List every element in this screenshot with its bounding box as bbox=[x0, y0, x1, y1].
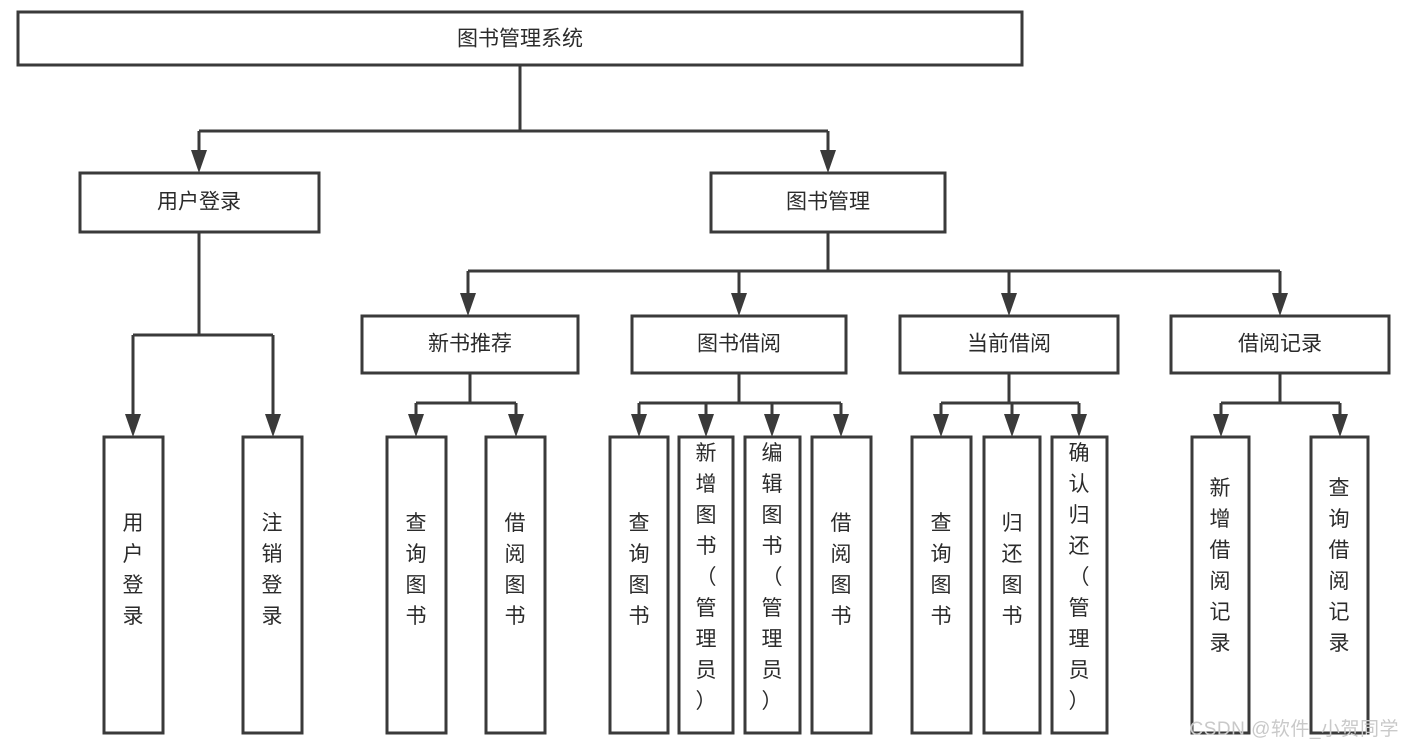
node-leaf-return-book[interactable]: 归还图书 bbox=[982, 435, 1042, 735]
connector-group-current-borrow-to-leaves bbox=[933, 373, 1087, 437]
node-borrow-record-box[interactable] bbox=[1169, 314, 1391, 375]
connector-group-root-to-level1 bbox=[191, 65, 836, 173]
arrow-head-leaf-borrow-book-recommend bbox=[508, 414, 524, 437]
connector-group-user-login-to-leaves bbox=[125, 232, 281, 437]
node-root[interactable]: 图书管理系统 bbox=[16, 10, 1024, 67]
arrow-head-book-manage bbox=[820, 150, 836, 173]
arrow-head-leaf-user-login bbox=[125, 414, 141, 437]
arrow-head-leaf-edit-book-admin bbox=[764, 414, 780, 437]
node-leaf-query-borrow-record-label: 查询借阅记录 bbox=[1329, 477, 1350, 655]
node-leaf-query-borrow-record-box[interactable] bbox=[1309, 435, 1370, 735]
arrow-head-current-borrow bbox=[1001, 293, 1017, 316]
node-book-manage-label: 图书管理 bbox=[786, 191, 870, 214]
node-book-borrow[interactable]: 图书借阅 bbox=[630, 314, 848, 375]
node-leaf-add-book-admin[interactable]: 新增图书（管理员） bbox=[677, 435, 735, 735]
node-leaf-query-book-current-box[interactable] bbox=[910, 435, 973, 735]
node-leaf-confirm-return-admin-box[interactable] bbox=[1050, 435, 1109, 735]
arrow-head-leaf-query-book-recommend bbox=[408, 414, 424, 437]
connector-group-book-borrow-to-leaves bbox=[631, 373, 849, 437]
node-leaf-query-book-recommend[interactable]: 查询图书 bbox=[385, 435, 448, 735]
node-leaf-user-login[interactable]: 用户登录 bbox=[102, 435, 165, 735]
arrow-head-leaf-add-borrow-record bbox=[1213, 414, 1229, 437]
node-leaf-borrow-book-recommend-box[interactable] bbox=[484, 435, 547, 735]
arrow-head-leaf-borrow-book bbox=[833, 414, 849, 437]
node-user-login[interactable]: 用户登录 bbox=[78, 171, 321, 234]
arrow-head-leaf-confirm-return-admin bbox=[1071, 414, 1087, 437]
arrow-head-new-book-recommend bbox=[460, 293, 476, 316]
arrow-head-user-login bbox=[191, 150, 207, 173]
node-leaf-confirm-return-admin-label: 确认归还（管理员） bbox=[1069, 442, 1090, 713]
node-book-borrow-label: 图书借阅 bbox=[697, 333, 781, 356]
node-leaf-user-login-label: 用户登录 bbox=[123, 512, 144, 628]
node-leaf-query-book-borrow-label: 查询图书 bbox=[629, 512, 650, 628]
arrow-head-leaf-query-book-current bbox=[933, 414, 949, 437]
node-root-label: 图书管理系统 bbox=[457, 28, 583, 51]
node-root-box[interactable] bbox=[16, 10, 1024, 67]
node-leaf-logout[interactable]: 注销登录 bbox=[241, 435, 304, 735]
node-leaf-query-book-recommend-label: 查询图书 bbox=[406, 512, 427, 628]
node-leaf-query-book-current[interactable]: 查询图书 bbox=[910, 435, 973, 735]
node-leaf-add-book-admin-box[interactable] bbox=[677, 435, 735, 735]
arrow-head-leaf-query-book-borrow bbox=[631, 414, 647, 437]
node-leaf-add-borrow-record-label: 新增借阅记录 bbox=[1210, 477, 1231, 655]
node-leaf-query-book-current-label: 查询图书 bbox=[931, 512, 952, 628]
node-leaf-query-book-recommend-box[interactable] bbox=[385, 435, 448, 735]
connector-group-borrow-record-to-leaves bbox=[1213, 373, 1348, 437]
arrow-head-borrow-record bbox=[1272, 293, 1288, 316]
node-book-manage-box[interactable] bbox=[709, 171, 947, 234]
connector-group-new-book-recommend-to-leaves bbox=[408, 373, 524, 437]
node-current-borrow[interactable]: 当前借阅 bbox=[898, 314, 1120, 375]
node-leaf-borrow-book-box[interactable] bbox=[810, 435, 873, 735]
node-current-borrow-label: 当前借阅 bbox=[967, 333, 1051, 356]
node-leaf-edit-book-admin[interactable]: 编辑图书（管理员） bbox=[743, 435, 802, 735]
node-new-book-recommend-label: 新书推荐 bbox=[428, 333, 512, 356]
node-borrow-record-label: 借阅记录 bbox=[1238, 333, 1322, 356]
node-new-book-recommend[interactable]: 新书推荐 bbox=[360, 314, 580, 375]
node-leaf-edit-book-admin-box[interactable] bbox=[743, 435, 802, 735]
connector-group-book-manage-to-level2 bbox=[460, 232, 1288, 316]
node-leaf-confirm-return-admin[interactable]: 确认归还（管理员） bbox=[1050, 435, 1109, 735]
arrow-head-leaf-logout bbox=[265, 414, 281, 437]
arrow-head-book-borrow bbox=[731, 293, 747, 316]
node-book-manage[interactable]: 图书管理 bbox=[709, 171, 947, 234]
node-leaf-query-book-borrow[interactable]: 查询图书 bbox=[608, 435, 670, 735]
node-user-login-box[interactable] bbox=[78, 171, 321, 234]
node-leaf-add-borrow-record[interactable]: 新增借阅记录 bbox=[1190, 435, 1251, 735]
node-leaf-borrow-book-recommend[interactable]: 借阅图书 bbox=[484, 435, 547, 735]
arrow-head-leaf-query-borrow-record bbox=[1332, 414, 1348, 437]
node-leaf-borrow-book-label: 借阅图书 bbox=[831, 512, 852, 628]
arrow-head-leaf-add-book-admin bbox=[698, 414, 714, 437]
node-book-borrow-box[interactable] bbox=[630, 314, 848, 375]
node-borrow-record[interactable]: 借阅记录 bbox=[1169, 314, 1391, 375]
node-leaf-add-borrow-record-box[interactable] bbox=[1190, 435, 1251, 735]
node-leaf-return-book-label: 归还图书 bbox=[1002, 512, 1023, 628]
node-leaf-borrow-book-recommend-label: 借阅图书 bbox=[505, 512, 526, 628]
arrow-head-leaf-return-book bbox=[1004, 414, 1020, 437]
node-user-login-label: 用户登录 bbox=[157, 191, 241, 214]
node-leaf-query-book-borrow-box[interactable] bbox=[608, 435, 670, 735]
node-leaf-logout-label: 注销登录 bbox=[262, 512, 283, 628]
node-leaf-edit-book-admin-label: 编辑图书（管理员） bbox=[762, 442, 783, 713]
node-leaf-add-book-admin-label: 新增图书（管理员） bbox=[696, 442, 717, 713]
node-leaf-return-book-box[interactable] bbox=[982, 435, 1042, 735]
node-current-borrow-box[interactable] bbox=[898, 314, 1120, 375]
node-leaf-logout-box[interactable] bbox=[241, 435, 304, 735]
node-leaf-borrow-book[interactable]: 借阅图书 bbox=[810, 435, 873, 735]
node-new-book-recommend-box[interactable] bbox=[360, 314, 580, 375]
node-leaf-query-borrow-record[interactable]: 查询借阅记录 bbox=[1309, 435, 1370, 735]
node-leaf-user-login-box[interactable] bbox=[102, 435, 165, 735]
